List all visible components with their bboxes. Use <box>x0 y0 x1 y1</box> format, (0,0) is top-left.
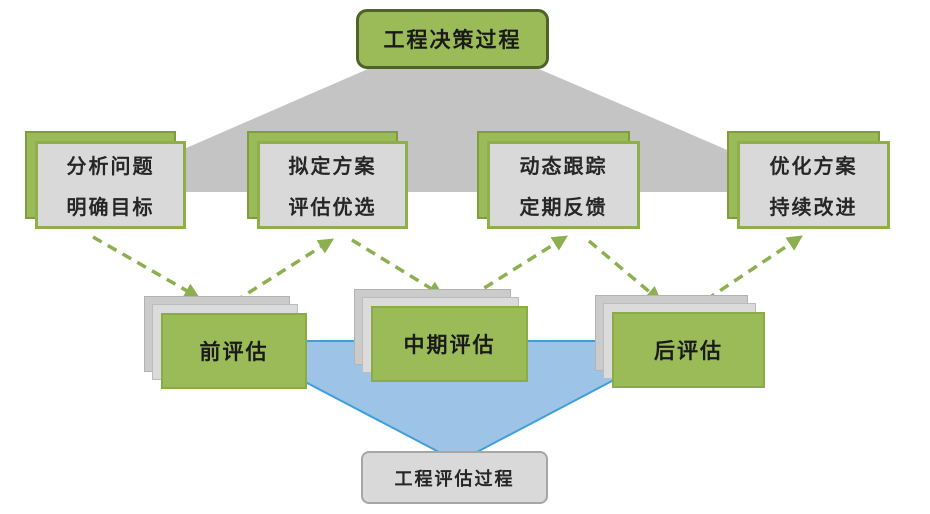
decision-process-title-label: 工程决策过程 <box>383 28 522 52</box>
decision-step-2-line2: 评估优选 <box>288 195 377 219</box>
flow-arrow-mid-eval-to-step3 <box>469 235 569 299</box>
decision-step-2-line1: 拟定方案 <box>288 154 377 178</box>
mid-evaluation-box: 中期评估 <box>354 289 528 382</box>
decision-step-box-1: 分析问题 明确目标 <box>25 131 186 229</box>
flow-arrow-step2-to-mid-eval <box>351 238 445 297</box>
evaluation-process-title-label: 工程评估过程 <box>394 468 515 490</box>
pre-evaluation-box-face: 前评估 <box>161 313 307 389</box>
decision-step-box-3-face: 动态跟踪 定期反馈 <box>487 141 640 229</box>
decision-step-box-2: 拟定方案 评估优选 <box>247 131 408 229</box>
decision-step-box-1-face: 分析问题 明确目标 <box>35 141 186 229</box>
flow-arrow-step1-to-pre-eval <box>92 235 201 299</box>
decision-process-title-box: 工程决策过程 <box>356 9 549 69</box>
decision-step-4-line2: 持续改进 <box>769 195 858 219</box>
decision-step-box-4-face: 优化方案 持续改进 <box>737 141 890 229</box>
decision-step-box-2-face: 拟定方案 评估优选 <box>257 141 408 229</box>
post-evaluation-box-face: 后评估 <box>612 312 765 388</box>
decision-step-3-line2: 定期反馈 <box>519 195 608 219</box>
flow-arrow-step3-to-post-eval <box>587 239 662 303</box>
decision-step-box-4: 优化方案 持续改进 <box>727 131 890 229</box>
decision-step-box-3: 动态跟踪 定期反馈 <box>477 131 640 229</box>
mid-evaluation-label: 中期评估 <box>403 333 496 357</box>
mid-evaluation-box-face: 中期评估 <box>371 306 528 382</box>
evaluation-process-title-box: 工程评估过程 <box>361 451 548 504</box>
pre-evaluation-box: 前评估 <box>144 296 307 389</box>
decision-step-1-line1: 分析问题 <box>66 154 155 178</box>
post-evaluation-label: 后评估 <box>654 339 723 363</box>
flow-arrow-pre-eval-to-step2 <box>233 238 334 304</box>
flow-arrows <box>92 235 803 304</box>
decision-step-1-line2: 明确目标 <box>66 195 155 219</box>
pre-evaluation-label: 前评估 <box>199 340 269 364</box>
post-evaluation-box: 后评估 <box>595 295 765 388</box>
decision-step-4-line1: 优化方案 <box>769 154 858 178</box>
decision-step-3-line1: 动态跟踪 <box>519 154 608 178</box>
flow-arrow-post-eval-to-step4 <box>705 235 803 302</box>
